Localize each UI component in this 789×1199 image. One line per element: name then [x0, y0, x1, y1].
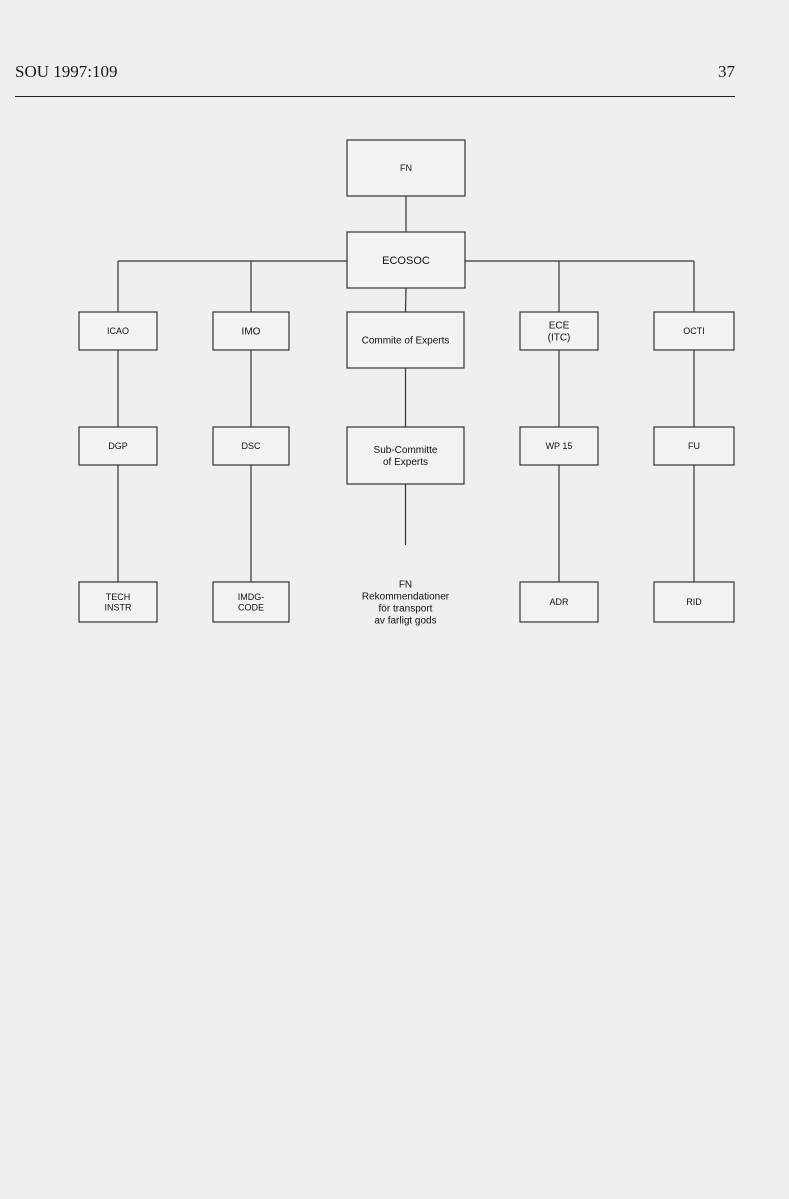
- node-wp15-box: [519, 426, 599, 466]
- node-fu-label-line: FU: [688, 441, 700, 451]
- node-icao-label-line: ICAO: [107, 326, 129, 336]
- node-adr-label-line: ADR: [549, 597, 569, 607]
- node-tech-instr-box: [78, 581, 158, 623]
- node-octi-label-line: OCTI: [683, 326, 705, 336]
- node-rid-label: RID: [686, 597, 702, 607]
- node-committee-box: [346, 311, 465, 369]
- node-committee-label: Commite of Experts: [362, 336, 450, 347]
- node-fn-recommendations-label-line: Rekommendationer: [362, 592, 450, 603]
- document-reference: SOU 1997:109: [15, 62, 118, 81]
- node-imdg-code-label-line: CODE: [238, 603, 264, 613]
- node-ecosoc-label: ECOSOC: [382, 255, 430, 267]
- node-fn-box: [346, 139, 466, 197]
- node-dsc-box: [212, 426, 290, 466]
- node-imdg-code-label-line: IMDG-: [238, 592, 265, 602]
- node-octi-label: OCTI: [683, 326, 705, 336]
- node-icao-box: [78, 311, 158, 351]
- node-imo-box: [212, 311, 290, 351]
- node-icao-label: ICAO: [107, 326, 129, 336]
- node-subcommittee-label-line: Sub-Committe: [374, 445, 438, 456]
- node-fn-label-line: FN: [400, 163, 412, 173]
- node-ece-label-line: (ITC): [548, 333, 571, 344]
- node-rid-box: [653, 581, 735, 623]
- node-dgp-box: [78, 426, 158, 466]
- node-committee-label-line: Commite of Experts: [362, 336, 450, 347]
- node-ece-box: [519, 311, 599, 351]
- node-tech-instr-label-line: TECH: [106, 592, 131, 602]
- node-wp15-label-line: WP 15: [546, 441, 573, 451]
- connector-lines: [117, 196, 695, 582]
- node-imo-label: IMO: [242, 327, 261, 338]
- node-subcommittee-label-line: of Experts: [383, 457, 428, 468]
- page-number: 37: [718, 62, 735, 81]
- node-fu-label: FU: [688, 441, 700, 451]
- node-octi-box: [653, 311, 735, 351]
- node-ece-label: ECE(ITC): [548, 321, 571, 344]
- node-labels: FN ECOSOC ICAO IMO Commite of Experts ECE(ITC…: [105, 163, 705, 626]
- node-tech-instr-label-line: INSTR: [105, 603, 133, 613]
- node-fn-recommendations-label-line: FN: [399, 580, 412, 591]
- node-fn-recommendations-label-line: för transport: [379, 604, 433, 615]
- node-subcommittee-box: [346, 426, 465, 485]
- node-ecosoc-label-line: ECOSOC: [382, 255, 430, 267]
- page-header: SOU 1997:109 37: [15, 62, 735, 97]
- node-fu-box: [653, 426, 735, 466]
- node-fn-label: FN: [400, 163, 412, 173]
- node-boxes: [78, 139, 735, 623]
- connector-line: [404, 287, 407, 313]
- node-dsc-label-line: DSC: [241, 441, 261, 451]
- node-ece-label-line: ECE: [549, 321, 570, 332]
- node-imdg-code-label: IMDG-CODE: [238, 592, 265, 613]
- node-dsc-label: DSC: [241, 441, 261, 451]
- node-adr-box: [519, 581, 599, 623]
- node-dgp-label-line: DGP: [108, 441, 128, 451]
- node-wp15-label: WP 15: [546, 441, 573, 451]
- node-ecosoc-box: [346, 231, 466, 289]
- node-fn-recommendations-label-line: av farligt gods: [374, 616, 436, 627]
- node-imo-label-line: IMO: [242, 327, 261, 338]
- node-rid-label-line: RID: [686, 597, 702, 607]
- node-imdg-code-box: [212, 581, 290, 623]
- node-adr-label: ADR: [549, 597, 569, 607]
- node-dgp-label: DGP: [108, 441, 128, 451]
